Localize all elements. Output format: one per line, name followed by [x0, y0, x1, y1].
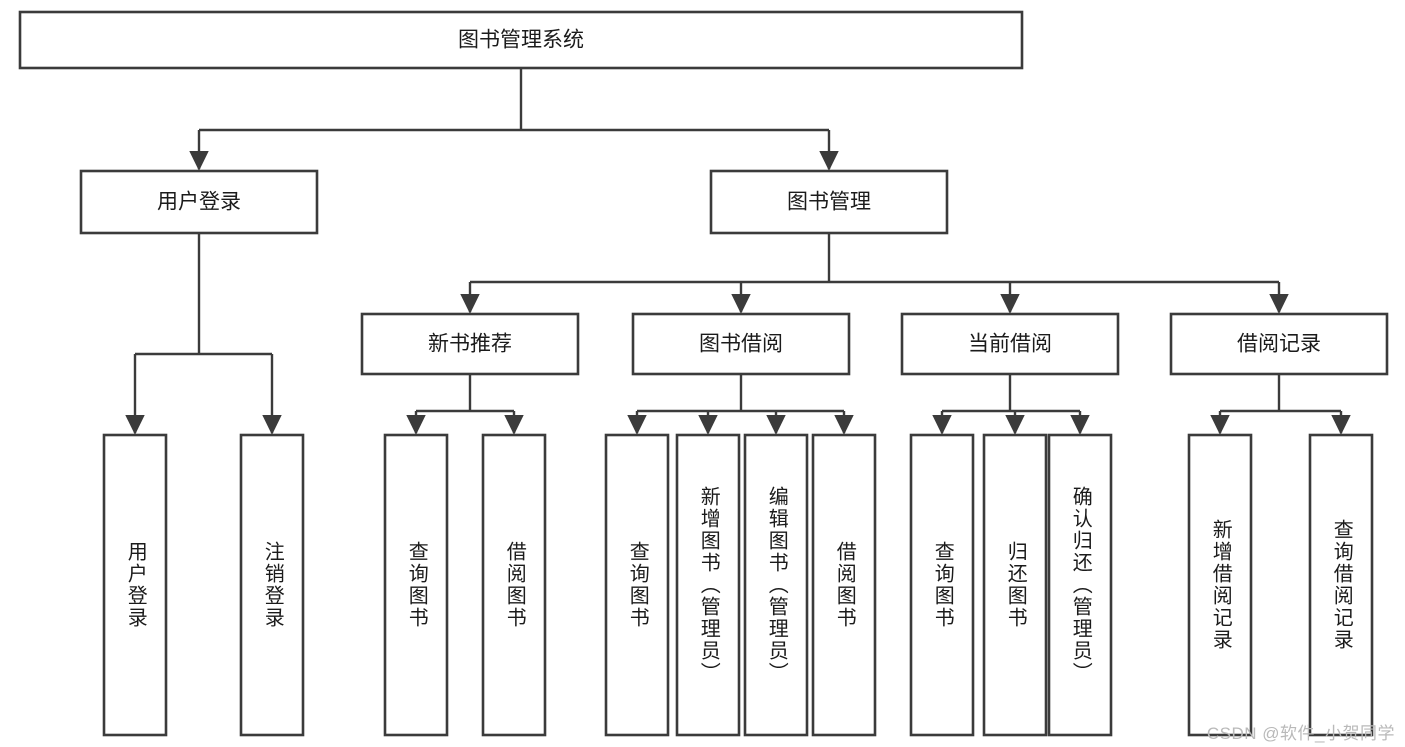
connector-layer [125, 68, 1351, 435]
node-box-leaf-query-book-1[interactable] [383, 433, 449, 737]
node-box-current-borrow[interactable] [900, 312, 1120, 376]
node-box-borrow-record[interactable] [1169, 312, 1389, 376]
node-label-user-login: 用户登录 [157, 191, 241, 214]
node-box-leaf-user-logout[interactable] [239, 433, 305, 737]
node-label-borrow-record: 借阅记录 [1237, 333, 1321, 356]
node-box-leaf-query-book-3[interactable] [909, 433, 975, 737]
node-box-root[interactable] [18, 10, 1024, 70]
node-box-user-login[interactable] [79, 169, 319, 235]
node-box-leaf-confirm-return[interactable] [1047, 433, 1113, 737]
node-box-leaf-return-book[interactable] [982, 433, 1048, 737]
node-box-leaf-user-login[interactable] [102, 433, 168, 737]
node-box-leaf-query-record[interactable] [1308, 433, 1374, 737]
node-box-leaf-add-book[interactable] [675, 433, 741, 737]
node-box-new-book-recommend[interactable] [360, 312, 580, 376]
node-box-leaf-query-book-2[interactable] [604, 433, 670, 737]
node-label-new-book-recommend: 新书推荐 [428, 333, 512, 356]
node-box-book-manage[interactable] [709, 169, 949, 235]
node-box-layer [18, 10, 1389, 737]
node-box-leaf-borrow-book-2[interactable] [811, 433, 877, 737]
node-label-root: 图书管理系统 [458, 29, 584, 52]
node-box-leaf-edit-book[interactable] [743, 433, 809, 737]
node-box-book-borrow[interactable] [631, 312, 851, 376]
watermark: CSDN @软件_小贺同学 [1206, 724, 1395, 743]
node-box-leaf-borrow-book-1[interactable] [481, 433, 547, 737]
node-box-leaf-add-record[interactable] [1187, 433, 1253, 737]
node-label-book-manage: 图书管理 [787, 191, 871, 214]
node-label-book-borrow: 图书借阅 [699, 333, 783, 356]
node-label-current-borrow: 当前借阅 [968, 333, 1052, 356]
